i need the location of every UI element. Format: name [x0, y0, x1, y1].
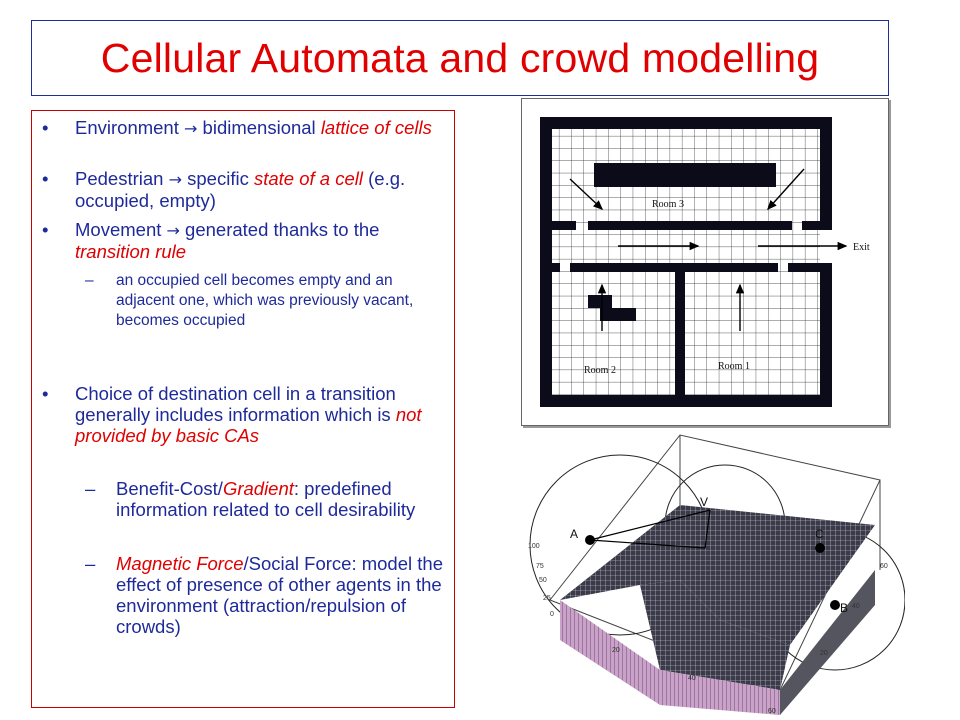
- room3-label: Room 3: [652, 199, 684, 210]
- bullet-text: Pedestrian → specific state of a cell (e…: [75, 168, 406, 211]
- label-b: B: [840, 601, 848, 615]
- bullet-text: Choice of destination cell in a transiti…: [75, 383, 422, 446]
- bullet-dot: •: [42, 117, 49, 138]
- tick-left: 0: [550, 611, 554, 618]
- label-a: A: [570, 527, 578, 541]
- tick-left: 100: [528, 543, 540, 550]
- bullet-text: an occupied cell becomes empty and an ad…: [116, 272, 414, 329]
- right-arrow-icon: →: [184, 119, 198, 138]
- tick-left: 75: [536, 563, 544, 570]
- bullet-dot: •: [42, 219, 49, 240]
- surface-plot-svg: A B C V 100 75 50 25 0 20 40 60 60 40 20: [528, 434, 906, 715]
- bullet-text: Benefit-Cost/Gradient: predefined inform…: [116, 478, 416, 520]
- surface-plot-figure: A B C V 100 75 50 25 0 20 40 60 60 40 20: [510, 430, 906, 715]
- slide-title: Cellular Automata and crowd modelling: [100, 34, 820, 81]
- wall-block: [594, 163, 776, 187]
- room1-label: Room 1: [718, 361, 750, 372]
- tick-right: 40: [852, 603, 860, 610]
- tick-front: 60: [768, 708, 776, 715]
- bullet-text: Environment → bidimensional lattice of c…: [75, 117, 432, 138]
- tick-left: 25: [543, 595, 551, 602]
- tick-right: 20: [820, 650, 828, 657]
- bullet-text: Magnetic Force/Social Force: model the e…: [116, 553, 443, 637]
- floor-plan-svg: Room 3 Room 2 Room 1 Exit: [540, 117, 870, 407]
- right-arrow-icon: →: [168, 170, 182, 189]
- exit-label: Exit: [853, 242, 870, 253]
- label-c: C: [815, 527, 824, 541]
- floor-plan-figure: Room 3 Room 2 Room 1 Exit: [521, 98, 889, 426]
- room2-label: Room 2: [584, 365, 616, 376]
- title-frame: Cellular Automata and crowd modelling: [31, 20, 889, 96]
- tick-front: 20: [612, 647, 620, 654]
- label-v: V: [700, 495, 708, 509]
- bullet-dot: •: [42, 383, 49, 404]
- bullet-panel: • Environment → bidimensional lattice of…: [31, 110, 455, 708]
- bullet-dash: –: [85, 272, 94, 289]
- bullet-dash: –: [85, 553, 96, 574]
- bullet-text: Movement → generated thanks to the trans…: [75, 219, 380, 262]
- tick-left: 50: [539, 577, 547, 584]
- bullet-dash: –: [85, 478, 96, 499]
- tick-right: 60: [880, 563, 888, 570]
- bullet-dot: •: [42, 168, 49, 189]
- tick-front: 40: [688, 675, 696, 682]
- right-arrow-icon: →: [166, 221, 180, 240]
